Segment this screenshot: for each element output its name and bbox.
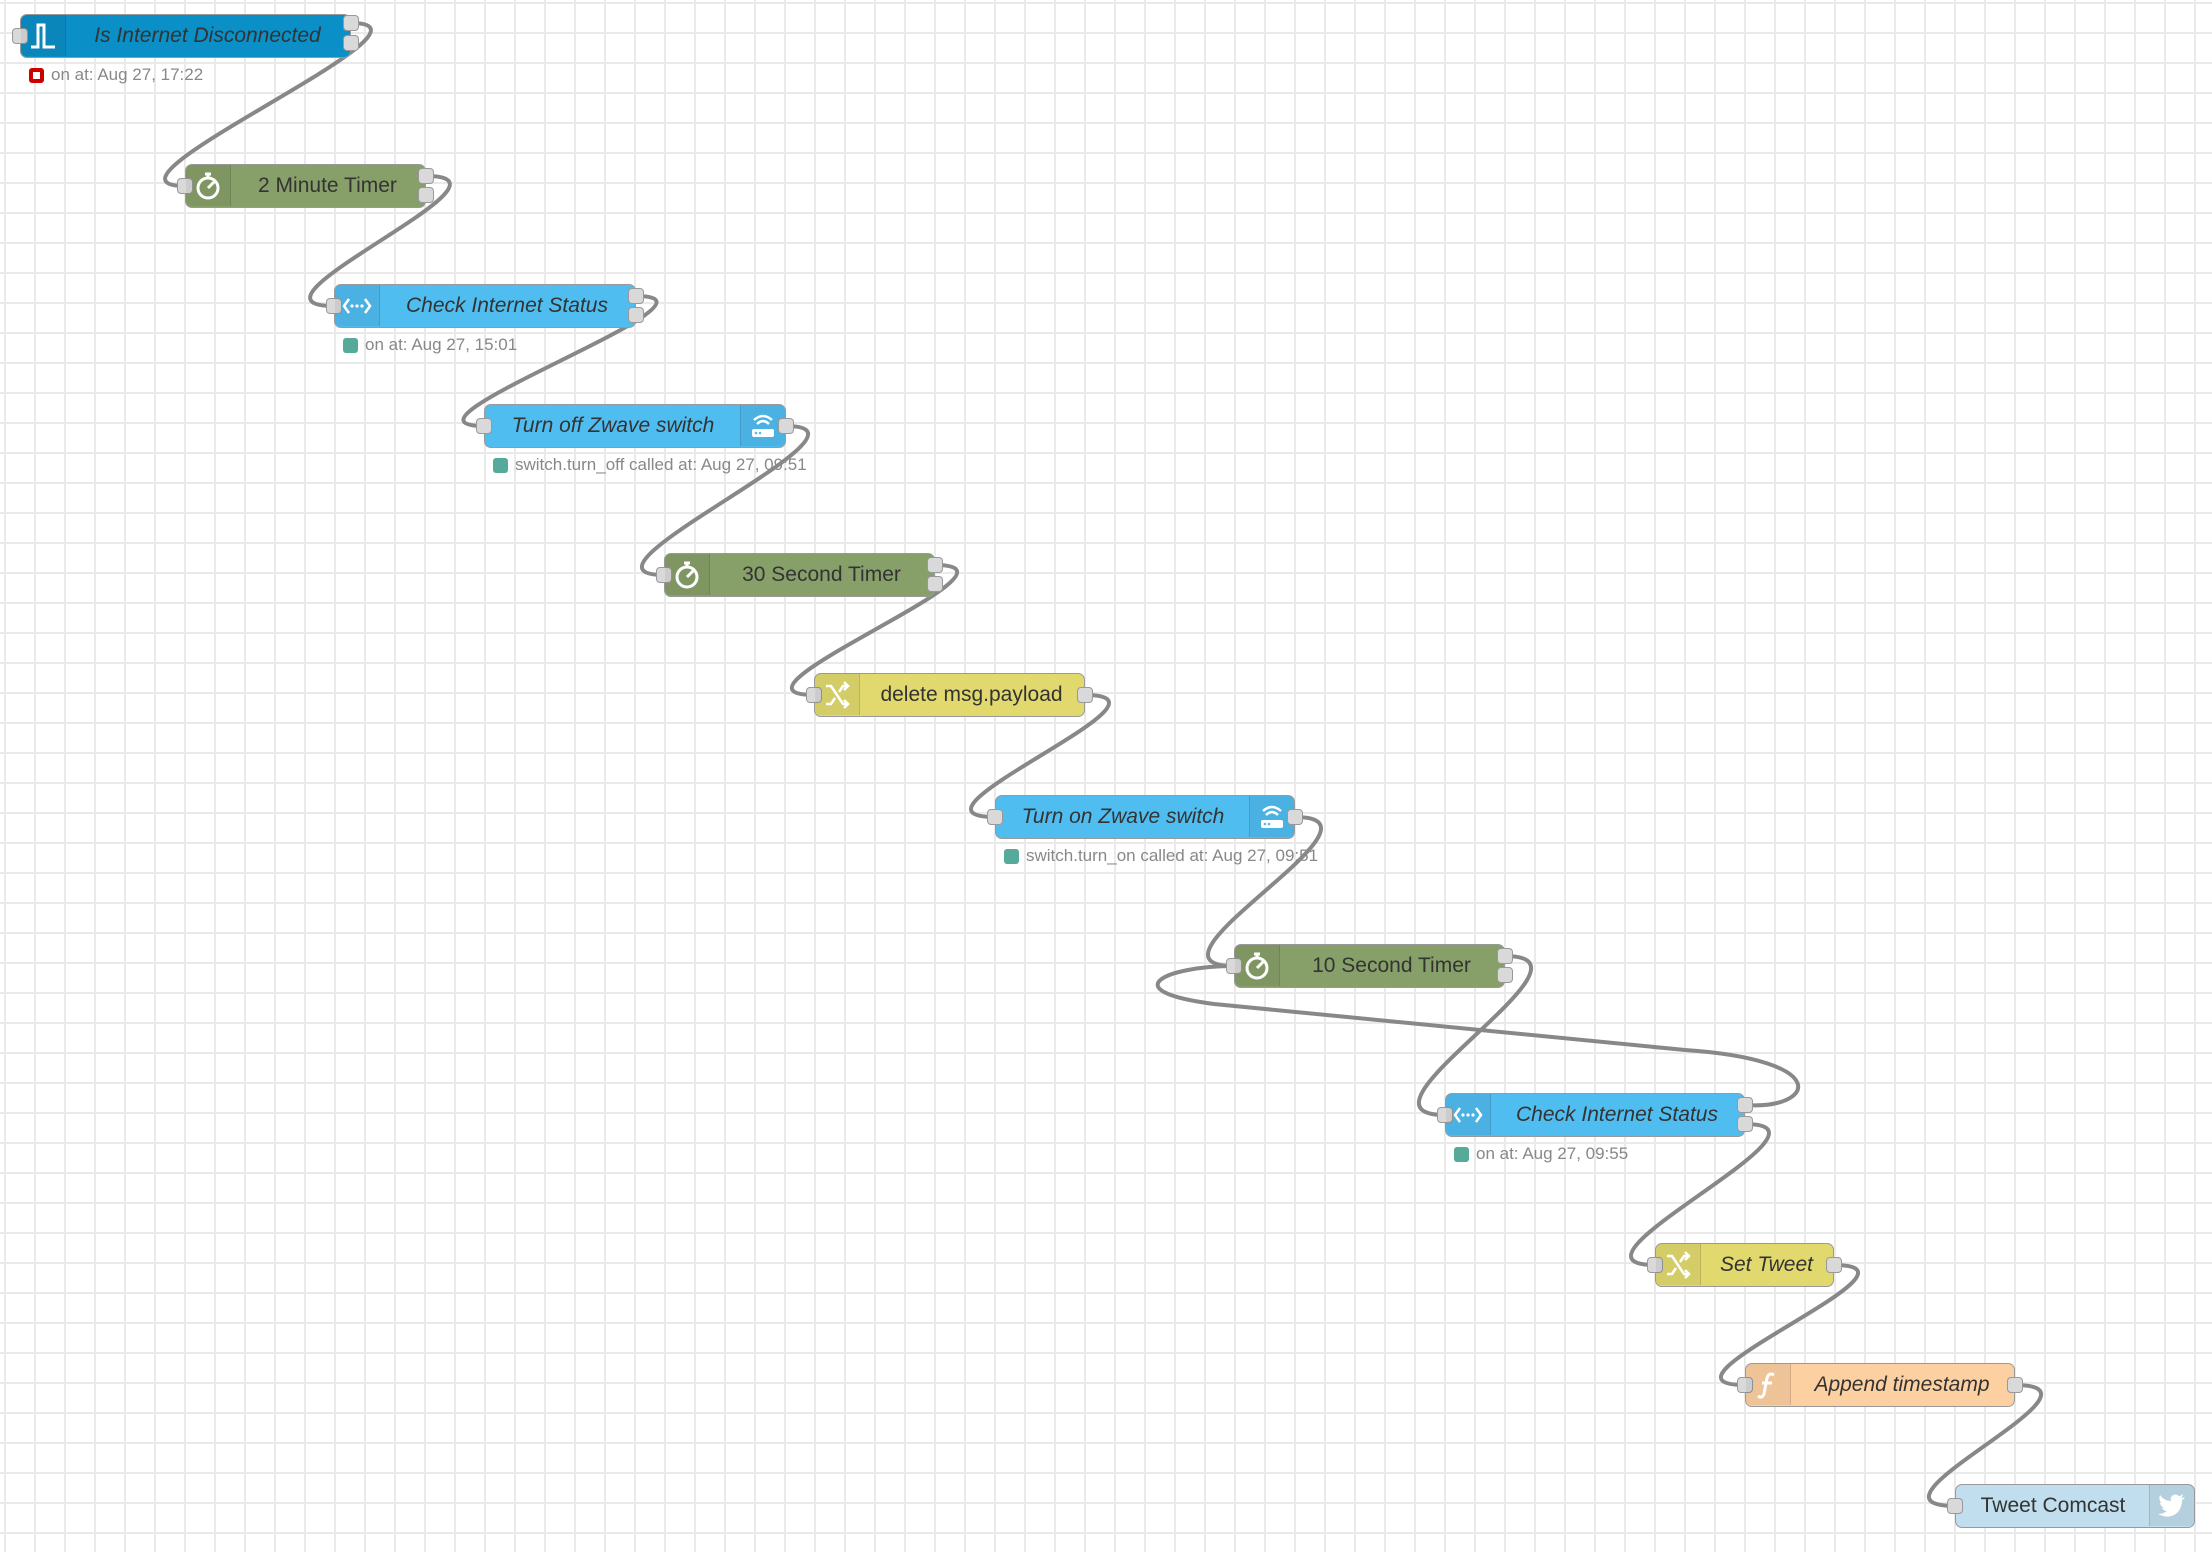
node-label: 2 Minute Timer xyxy=(258,174,397,197)
node-label: Check Internet Status xyxy=(1516,1103,1718,1126)
timer-icon xyxy=(1235,945,1280,986)
output-port-2[interactable] xyxy=(343,35,359,51)
inject-pulse-icon xyxy=(21,15,66,56)
status-dot xyxy=(493,457,508,473)
output-port-1[interactable] xyxy=(927,557,943,573)
shuffle-icon xyxy=(815,674,860,715)
node-status: on at: Aug 27, 17:22 xyxy=(29,65,203,85)
status-dot xyxy=(343,337,358,353)
node-label: Set Tweet xyxy=(1720,1253,1813,1276)
status-text: switch.turn_off called at: Aug 27, 09:51 xyxy=(515,455,807,474)
output-port[interactable] xyxy=(1077,687,1093,703)
input-port[interactable] xyxy=(987,809,1003,825)
input-port[interactable] xyxy=(1737,1377,1753,1393)
node-label: Is Internet Disconnected xyxy=(94,24,321,47)
status-dot xyxy=(1004,848,1019,864)
output-port[interactable] xyxy=(1826,1257,1842,1273)
timer-icon xyxy=(665,554,710,595)
twitter-node-tweet-comcast[interactable]: Tweet Comcast xyxy=(1947,1484,2195,1528)
shuffle-icon xyxy=(1656,1244,1701,1285)
twitter-icon xyxy=(2149,1485,2194,1526)
timer-icon xyxy=(186,165,231,206)
status-text: switch.turn_on called at: Aug 27, 09:51 xyxy=(1026,846,1319,865)
node-label: Append timestamp xyxy=(1814,1373,1990,1396)
node-status: on at: Aug 27, 09:55 xyxy=(1454,1144,1628,1164)
input-port[interactable] xyxy=(656,567,672,583)
node-label: Turn off Zwave switch xyxy=(511,414,715,437)
function-node-append-timestamp[interactable]: Append timestamp xyxy=(1737,1363,2023,1407)
output-port-2[interactable] xyxy=(1737,1116,1753,1132)
output-port-1[interactable] xyxy=(1497,948,1513,964)
api-icon xyxy=(1446,1094,1491,1135)
output-port-1[interactable] xyxy=(343,15,359,31)
output-port[interactable] xyxy=(778,418,794,434)
api-node-check-internet-status[interactable]: Check Internet Status on at: Aug 27, 15:… xyxy=(326,284,644,354)
input-port[interactable] xyxy=(1947,1498,1963,1514)
input-port[interactable] xyxy=(1226,958,1242,974)
change-node-delete-msg-payload[interactable]: delete msg.payload xyxy=(806,673,1093,717)
status-text: on at: Aug 27, 17:22 xyxy=(51,65,204,84)
input-port[interactable] xyxy=(476,418,492,434)
router-icon xyxy=(1249,796,1294,837)
status-text: on at: Aug 27, 09:55 xyxy=(1476,1144,1629,1163)
node-label: Check Internet Status xyxy=(406,294,608,317)
input-port[interactable] xyxy=(12,28,28,44)
timer-node-2-minute[interactable]: 2 Minute Timer xyxy=(177,164,434,208)
status-text: on at: Aug 27, 15:01 xyxy=(365,335,518,354)
change-node-set-tweet[interactable]: Set Tweet xyxy=(1647,1243,1842,1287)
api-node-check-internet-status-2[interactable]: Check Internet Status on at: Aug 27, 09:… xyxy=(1437,1093,1753,1163)
timer-node-30-second[interactable]: 30 Second Timer xyxy=(656,553,943,597)
timer-node-10-second[interactable]: 10 Second Timer xyxy=(1226,944,1513,988)
api-icon xyxy=(335,285,380,326)
node-label: Tweet Comcast xyxy=(1980,1494,2126,1517)
service-node-turn-on-zwave-switch[interactable]: Turn on Zwave switch switch.turn_on call… xyxy=(987,795,1318,865)
output-port-2[interactable] xyxy=(927,576,943,592)
input-port[interactable] xyxy=(1437,1107,1453,1123)
node-label: Turn on Zwave switch xyxy=(1021,805,1225,828)
output-port[interactable] xyxy=(2007,1377,2023,1393)
output-port-1[interactable] xyxy=(1737,1097,1753,1113)
node-label: 30 Second Timer xyxy=(742,563,901,586)
output-port-2[interactable] xyxy=(628,307,644,323)
output-port[interactable] xyxy=(1287,809,1303,825)
node-label: 10 Second Timer xyxy=(1312,954,1471,977)
node-status: switch.turn_on called at: Aug 27, 09:51 xyxy=(1004,846,1318,866)
service-node-turn-off-zwave-switch[interactable]: Turn off Zwave switch switch.turn_off ca… xyxy=(476,404,807,474)
inject-node-is-internet-disconnected[interactable]: Is Internet Disconnected on at: Aug 27, … xyxy=(12,14,359,84)
input-port[interactable] xyxy=(326,298,342,314)
status-dot xyxy=(1454,1146,1469,1162)
status-dot xyxy=(29,67,44,83)
output-port-1[interactable] xyxy=(418,168,434,184)
node-status: on at: Aug 27, 15:01 xyxy=(343,335,517,355)
node-label: delete msg.payload xyxy=(880,683,1063,706)
input-port[interactable] xyxy=(806,687,822,703)
router-icon xyxy=(740,405,785,446)
input-port[interactable] xyxy=(177,178,193,194)
output-port-2[interactable] xyxy=(1497,967,1513,983)
input-port[interactable] xyxy=(1647,1257,1663,1273)
node-status: switch.turn_off called at: Aug 27, 09:51 xyxy=(493,455,807,475)
function-icon xyxy=(1746,1364,1791,1405)
output-port-2[interactable] xyxy=(418,187,434,203)
output-port-1[interactable] xyxy=(628,288,644,304)
